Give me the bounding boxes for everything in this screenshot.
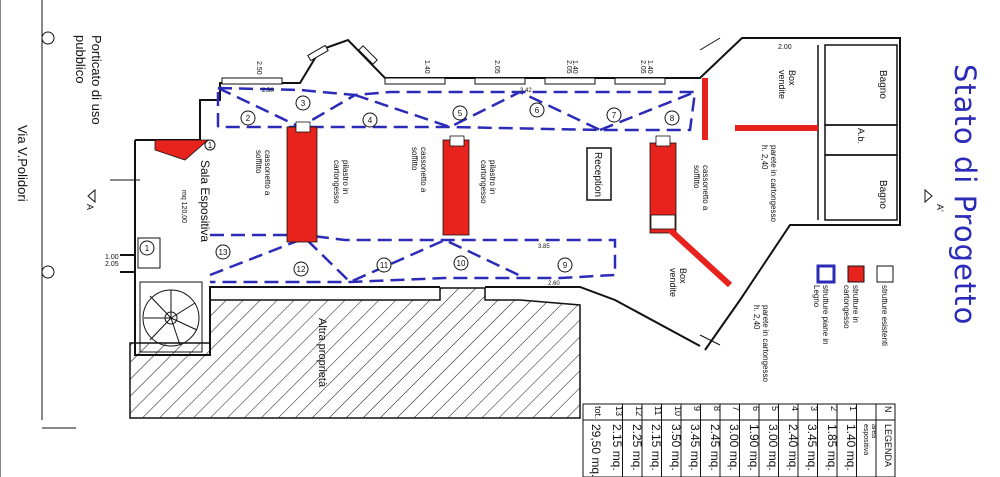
section-markers [87, 37, 933, 346]
svg-text:6: 6 [535, 106, 540, 115]
legend-row-value: 3.00 mq. [766, 424, 780, 471]
room-ab: A.b. [856, 128, 866, 145]
legend-row-value: 3.45 mq. [688, 424, 702, 471]
dim-label: 3.42 [520, 88, 532, 94]
outer-walls [120, 37, 901, 356]
legend-row-value: 2.15 mq. [649, 424, 663, 471]
legend-row-number: 8 [711, 406, 722, 412]
note-pilastro-1: pilastro in cartongesso [332, 160, 350, 204]
legend-row-number: 4 [789, 406, 800, 412]
legend-row-value: 1.90 mq. [746, 424, 761, 471]
legend-row-number: 11 [653, 406, 663, 416]
dim-label: 2.05 [105, 261, 119, 268]
legend-row-number: 10 [672, 406, 683, 417]
dim-label: 2.05 [493, 60, 500, 74]
portico-label: Porticato di uso pubblico [73, 35, 104, 125]
pillar-cores [295, 121, 676, 230]
legend-existing-label: strutture esistenti [880, 285, 889, 346]
svg-text:2: 2 [246, 114, 251, 123]
binder-hole [41, 265, 55, 279]
legend-row-value: 1.85 mq. [824, 424, 839, 471]
svg-text:12: 12 [297, 265, 306, 274]
legend-header-sub: area espositiva [862, 424, 877, 456]
legend-row-number: 1 [848, 406, 858, 412]
dim-label: 2.05 [565, 60, 572, 74]
legend-row-number: 6 [750, 406, 761, 412]
svg-text:10: 10 [457, 259, 466, 268]
binder-hole [41, 31, 55, 45]
legend-row-value: 1.40 mq. [844, 424, 858, 471]
svg-text:5: 5 [458, 109, 463, 118]
dim-label: 1.40 [423, 60, 430, 74]
dim-label: 3.85 [538, 244, 550, 250]
legend-row-value: 3.45 mq. [805, 424, 819, 471]
windows [221, 44, 666, 85]
svg-text:9: 9 [563, 261, 568, 270]
legend-header-n: N [883, 406, 893, 413]
legend-row-number: 9 [692, 406, 702, 412]
dim-label: 2.50 [255, 61, 262, 75]
room-reception: Reception [592, 152, 603, 198]
legend-row-value: 2.45 mq. [707, 424, 722, 471]
legend-total-label: tot. [593, 406, 603, 419]
legend-total-value: 29,50 mq. [589, 424, 603, 477]
dim-label: 1.40 [646, 60, 653, 74]
spiral-stair [139, 281, 203, 353]
legend-row-number: 3 [809, 406, 819, 412]
legend-row-number: 13 [614, 406, 624, 417]
room-sala-espositiva: Sala Espositiva [198, 160, 212, 243]
dim-label: 2.00 [778, 44, 792, 51]
page-title: Stato di Progetto [948, 64, 982, 326]
svg-text:1: 1 [208, 141, 213, 150]
note-cassonetto-1: cassonetto a soffitto [254, 150, 272, 196]
legend-row-number: 7 [731, 406, 741, 412]
room-bagno-2: Bagno [877, 180, 888, 209]
note-parete-2: parete in cartongesso h. 2,40 [752, 305, 770, 382]
legend-row-value: 2.25 mq. [629, 424, 644, 471]
legend-plaster-label: strutture in cartongesso [842, 285, 860, 329]
room-bagno-1: Bagno [877, 70, 888, 99]
dim-label: 1.40 [571, 60, 578, 74]
legend-symbols [816, 264, 894, 284]
note-parete-1: parete in cartongesso h. 2,40 [760, 145, 778, 222]
svg-text:4: 4 [368, 116, 373, 125]
room-box-vendite-1: Box vendite [777, 70, 797, 100]
svg-text:1: 1 [145, 244, 150, 253]
sala-area: mq 120,00 [180, 190, 187, 224]
plaster-walls [667, 78, 818, 288]
legend-row-number: 12 [633, 406, 644, 417]
service-rooms [586, 44, 898, 221]
area-markers [139, 95, 680, 277]
legend-header-label: LEGENDA [883, 424, 893, 468]
legend-row-value: 2.40 mq. [785, 424, 800, 471]
dim-label: 2.50 [262, 88, 274, 94]
svg-text:3: 3 [301, 99, 306, 108]
street-label: Via V.Polidori [15, 125, 30, 202]
hatched-area [129, 287, 581, 419]
svg-text:7: 7 [612, 111, 617, 120]
note-pilastro-2: pilastro in cartongesso [479, 160, 497, 204]
note-cassonetto-2: cassonetto a soffitto [410, 147, 428, 193]
legend-row-value: 3.50 mq. [668, 424, 683, 471]
room-box-vendite-2: Box vendite [668, 268, 688, 298]
svg-text:13: 13 [219, 248, 228, 257]
note-cassonetto-3: cassonetto a soffitto [692, 165, 710, 211]
dim-label: 1.00 [105, 254, 119, 261]
section-mark-a: A [85, 204, 95, 211]
legend-row-value: 2.15 mq. [610, 424, 624, 471]
legend-wood-label: strutture piane in Legno [812, 285, 830, 345]
legend-row-value: 3.00 mq. [727, 424, 741, 471]
room-altra-proprieta: Altra proprietà [316, 318, 328, 388]
legend-row-number: 2 [828, 406, 839, 412]
svg-text:8: 8 [670, 114, 675, 123]
section-mark-a-prime: A' [935, 204, 945, 212]
legend-row-number: 5 [770, 406, 780, 412]
dim-label: 2.05 [639, 60, 646, 74]
entry-door [137, 237, 161, 269]
svg-text:11: 11 [380, 261, 389, 270]
plaster-structures [154, 126, 677, 243]
dim-label: 2.60 [548, 281, 560, 287]
